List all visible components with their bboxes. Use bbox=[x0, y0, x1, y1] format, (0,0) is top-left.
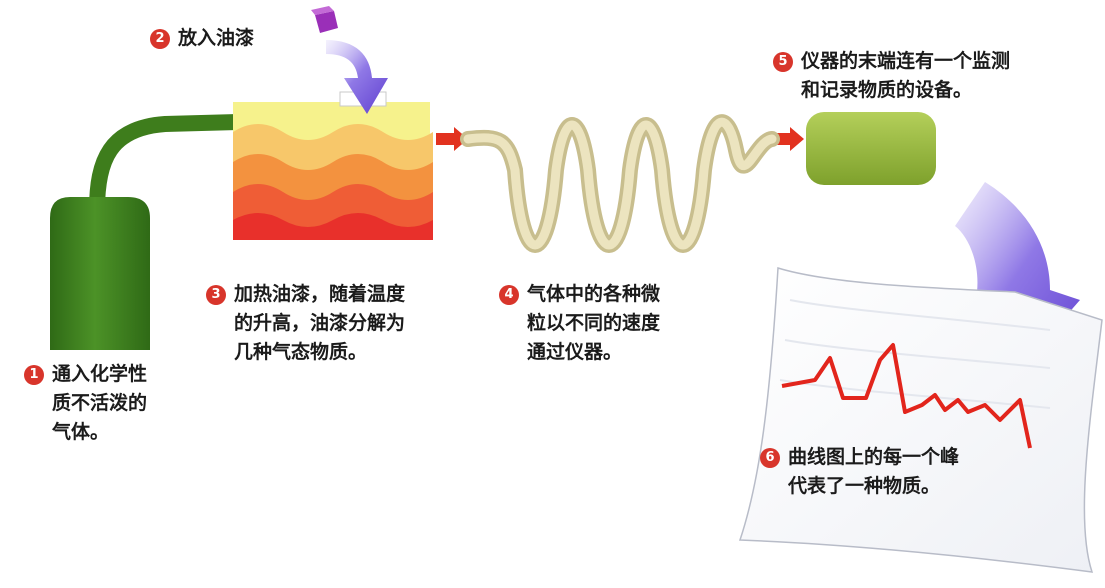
step-2-text: 放入油漆 bbox=[178, 27, 255, 49]
step-3-badge: 3 bbox=[206, 285, 226, 305]
chart-paper bbox=[738, 267, 1103, 573]
recorder-device bbox=[806, 112, 936, 185]
step-6-label: 6 曲线图上的每一个峰 代表了一种物质。 bbox=[760, 443, 959, 501]
step-1-line-1: 通入化学性 bbox=[52, 363, 148, 385]
step-5-badge: 5 bbox=[773, 52, 793, 72]
red-arrow-1 bbox=[436, 127, 468, 151]
step-4-label: 4 气体中的各种微 粒以不同的速度 通过仪器。 bbox=[499, 280, 660, 367]
step-5-label: 5 仪器的末端连有一个监测 和记录物质的设备。 bbox=[773, 47, 1010, 105]
paint-cube-icon bbox=[315, 11, 338, 33]
step-4-badge: 4 bbox=[499, 285, 519, 305]
red-arrow-2 bbox=[772, 127, 804, 151]
gas-hose bbox=[89, 114, 246, 218]
step-6-badge: 6 bbox=[760, 448, 780, 468]
step-5-line-1: 仪器的末端连有一个监测 bbox=[801, 50, 1011, 72]
step-1-badge: 1 bbox=[24, 365, 44, 385]
step-3-label: 3 加热油漆，随着温度 的升高，油漆分解为 几种气态物质。 bbox=[206, 280, 405, 367]
step-6-line-2: 代表了一种物质。 bbox=[788, 475, 941, 497]
step-1-line-3: 气体。 bbox=[52, 421, 110, 443]
step-2-badge: 2 bbox=[150, 29, 170, 49]
step-3-line-3: 几种气态物质。 bbox=[234, 341, 368, 363]
step-4-line-1: 气体中的各种微 bbox=[527, 283, 661, 305]
step-6-line-1: 曲线图上的每一个峰 bbox=[788, 446, 960, 468]
chromatogram-curve bbox=[781, 343, 1032, 449]
step-3-line-1: 加热油漆，随着温度 bbox=[234, 283, 406, 305]
heating-chamber bbox=[233, 91, 433, 240]
step-4-line-2: 粒以不同的速度 bbox=[527, 312, 661, 334]
step-5-line-2: 和记录物质的设备。 bbox=[801, 79, 973, 101]
step-2-label: 2 放入油漆 bbox=[150, 24, 254, 53]
step-1-line-2: 质不活泼的 bbox=[52, 392, 148, 414]
step-1-label: 1 通入化学性 质不活泼的 气体。 bbox=[24, 360, 147, 447]
step-4-line-3: 通过仪器。 bbox=[527, 341, 623, 363]
step-3-line-2: 的升高，油漆分解为 bbox=[234, 312, 406, 334]
purple-arrow-down bbox=[326, 40, 388, 114]
gas-tank bbox=[50, 197, 150, 350]
